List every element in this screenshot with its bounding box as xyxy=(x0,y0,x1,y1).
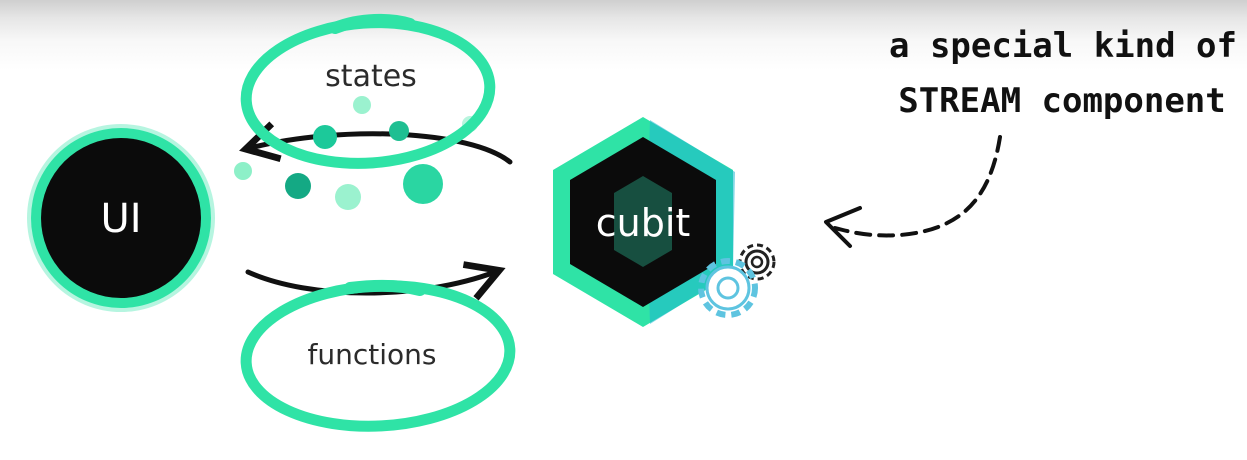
functions-highlight xyxy=(240,279,516,432)
gear-icon xyxy=(698,258,758,318)
state-particles xyxy=(234,96,478,210)
state-dot xyxy=(313,125,337,149)
functions-arrow xyxy=(245,261,506,301)
state-dot xyxy=(234,162,252,180)
state-dot xyxy=(389,121,409,141)
functions-label: functions xyxy=(308,338,437,371)
state-dot xyxy=(353,96,371,114)
dashed-arrow-icon xyxy=(824,135,1002,248)
state-dot xyxy=(335,184,361,210)
annotation-line-1: a special kind of xyxy=(889,26,1237,66)
state-dot xyxy=(285,173,311,199)
states-highlight xyxy=(240,13,496,169)
cubit-node-label: cubit xyxy=(596,201,691,245)
state-dot xyxy=(403,164,443,204)
ui-node: UI xyxy=(27,124,215,312)
annotation-line-2: STREAM component xyxy=(898,81,1226,121)
ui-node-label: UI xyxy=(100,196,141,242)
states-label: states xyxy=(325,59,417,94)
